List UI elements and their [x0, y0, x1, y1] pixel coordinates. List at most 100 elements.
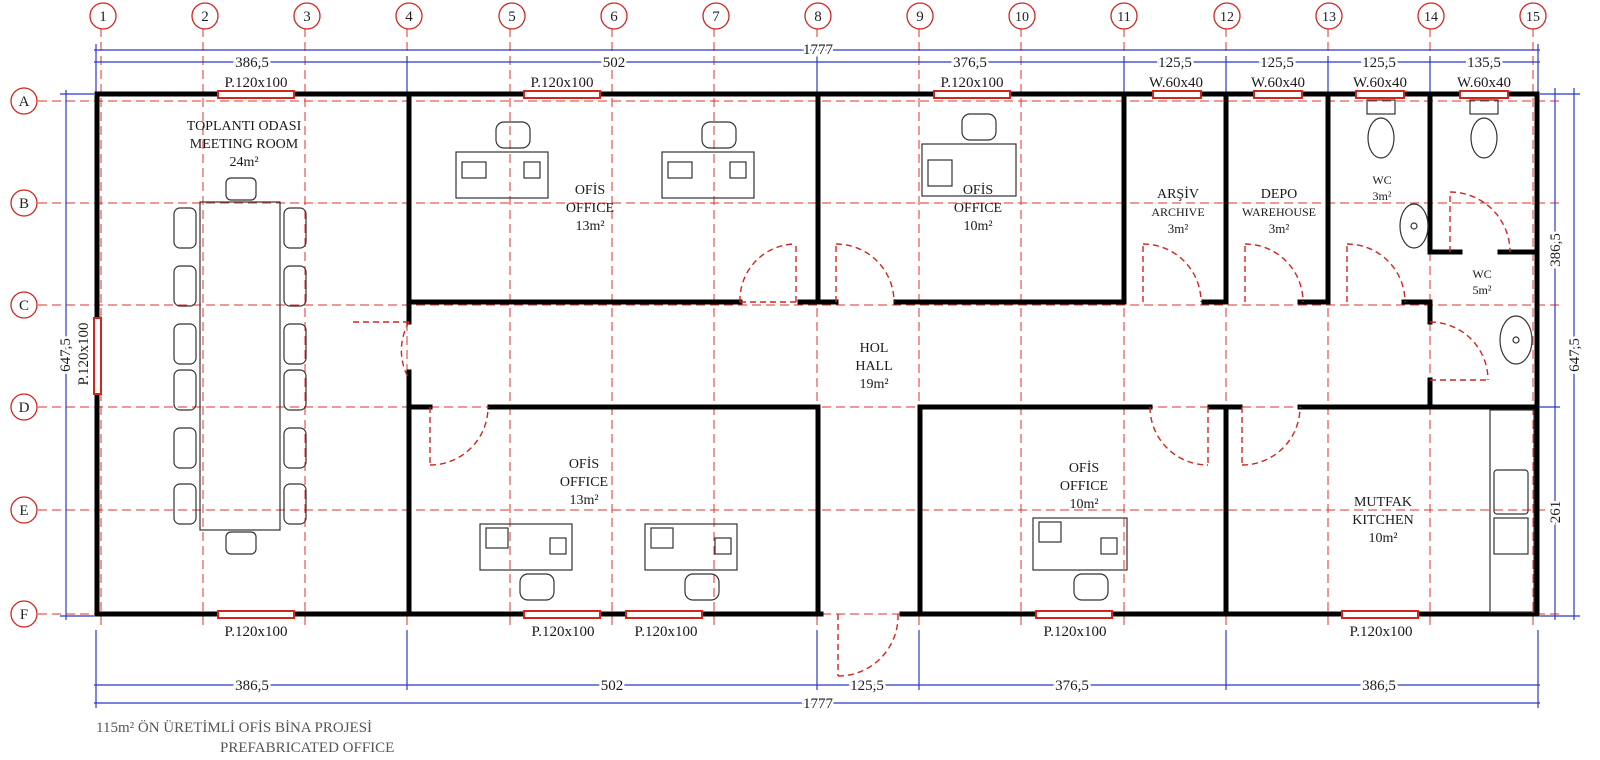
wc-large-tr: WC — [1472, 267, 1491, 281]
dim-bottom-seg-2: 502 — [601, 678, 624, 694]
svg-text:7: 7 — [712, 9, 720, 25]
dim-top-seg-2: 502 — [603, 55, 626, 71]
door-warehouse — [1244, 243, 1304, 303]
door-meeting — [352, 321, 410, 380]
column-bubble-13: 13 — [1315, 2, 1343, 30]
kitchen-en: KITCHEN — [1352, 513, 1413, 528]
window-label-bottom-3: P.120x100 — [635, 624, 698, 640]
office-top-left-en: OFFICE — [566, 201, 614, 216]
window-label-bottom-2: P.120x100 — [532, 624, 595, 640]
window-top-1 — [217, 90, 295, 99]
office-top-mid-en: OFFICE — [954, 201, 1002, 216]
svg-text:4: 4 — [405, 9, 413, 25]
window-label-left: P.120x100 — [76, 323, 92, 386]
door-office-bottom-right — [1149, 406, 1209, 466]
door-kitchen — [1241, 406, 1301, 466]
column-bubble-5: 5 — [498, 2, 526, 30]
warehouse-en: WAREHOUSE — [1242, 205, 1316, 219]
archive-tr: ARŞİV — [1157, 186, 1199, 202]
window-bottom-1 — [217, 610, 295, 619]
warehouse-tr: DEPO — [1261, 187, 1298, 202]
sink-2 — [1499, 315, 1533, 365]
archive-en: ARCHIVE — [1151, 205, 1204, 219]
window-top-7 — [1459, 90, 1509, 99]
svg-text:14: 14 — [1424, 10, 1438, 25]
svg-text:F: F — [20, 607, 28, 623]
dim-top-seg-3: 376,5 — [953, 55, 987, 71]
window-label-top-5: W.60x40 — [1251, 75, 1305, 91]
window-label-top-4: W.60x40 — [1149, 75, 1203, 91]
dim-right-lower: 261 — [1548, 501, 1564, 524]
office-bottom-left-tr: OFİS — [569, 456, 599, 472]
window-left-1 — [93, 317, 102, 395]
office-top-mid-area: 10m² — [963, 219, 992, 234]
wc-small-tr: WC — [1372, 173, 1391, 187]
door-office-top-mid — [835, 243, 895, 303]
door-wc-large-inner — [1449, 191, 1511, 253]
office-bottom-left-area: 13m² — [569, 493, 598, 508]
column-bubble-7: 7 — [702, 2, 730, 30]
sink-1 — [1399, 203, 1429, 249]
desk-2 — [661, 121, 755, 199]
column-bubble-2: 2 — [191, 2, 219, 30]
window-label-top-1: P.120x100 — [225, 75, 288, 91]
warehouse-area: 3m² — [1269, 221, 1290, 236]
window-top-4 — [1152, 90, 1202, 99]
dim-top-seg-5: 125,5 — [1260, 55, 1294, 71]
window-top-5 — [1253, 90, 1303, 99]
svg-text:9: 9 — [916, 9, 924, 25]
wc-small-area: 3m² — [1373, 189, 1392, 203]
window-left: P.120x100 — [76, 317, 102, 395]
svg-text:10: 10 — [1015, 10, 1029, 25]
meeting-room-en: MEETING ROOM — [190, 137, 299, 152]
svg-text:8: 8 — [814, 9, 822, 25]
svg-text:13: 13 — [1322, 10, 1336, 25]
office-bottom-right-area: 10m² — [1069, 497, 1098, 512]
door-office-bottom-left — [429, 406, 489, 466]
window-label-top-6: W.60x40 — [1353, 75, 1407, 91]
desk-3 — [921, 113, 1017, 197]
column-bubble-4: 4 — [395, 2, 423, 30]
column-bubbles: 1 2 3 4 5 6 7 8 9 10 11 12 13 14 15 — [89, 2, 1547, 30]
column-bubble-10: 10 — [1008, 2, 1036, 30]
toilet-1 — [1366, 99, 1396, 159]
meeting-table — [199, 201, 281, 531]
project-title-line2: PREFABRICATED OFFICE — [220, 740, 394, 756]
row-bubble-b: B — [10, 189, 38, 217]
window-top-3 — [933, 90, 1011, 99]
window-label-top-7: W.60x40 — [1457, 75, 1511, 91]
svg-text:1: 1 — [99, 9, 107, 25]
svg-text:2: 2 — [201, 9, 209, 25]
office-bottom-right-en: OFFICE — [1060, 479, 1108, 494]
dimensions-bottom: 386,5 502 125,5 376,5 386,5 1777 — [94, 630, 1540, 715]
window-top-6 — [1355, 90, 1405, 99]
svg-text:B: B — [19, 196, 29, 212]
desk-4 — [479, 523, 573, 601]
svg-text:6: 6 — [610, 9, 618, 25]
office-bottom-right-tr: OFİS — [1069, 460, 1099, 476]
meeting-room-area: 24m² — [229, 155, 258, 170]
office-top-left-area: 13m² — [575, 219, 604, 234]
dim-right-upper: 386,5 — [1548, 233, 1564, 267]
column-bubble-6: 6 — [600, 2, 628, 30]
row-bubble-d: D — [10, 393, 38, 421]
dim-bottom-seg-1: 386,5 — [235, 678, 269, 694]
window-bottom-3 — [625, 610, 703, 619]
wc-large-area: 5m² — [1473, 283, 1492, 297]
row-bubble-a: A — [10, 87, 38, 115]
toilet-2 — [1469, 99, 1499, 159]
dim-top-total: 1777 — [803, 42, 834, 58]
hall-en: HALL — [855, 359, 892, 374]
dim-top-seg-6: 125,5 — [1362, 55, 1396, 71]
window-label-bottom-5: P.120x100 — [1350, 624, 1413, 640]
svg-text:11: 11 — [1117, 10, 1130, 25]
column-bubble-3: 3 — [293, 2, 321, 30]
desk-6 — [1032, 517, 1128, 601]
kitchen-tr: MUTFAK — [1354, 495, 1412, 510]
hall-tr: HOL — [860, 341, 889, 356]
window-label-top-3: P.120x100 — [941, 75, 1004, 91]
door-wc-large — [1429, 321, 1489, 381]
column-bubble-14: 14 — [1417, 2, 1445, 30]
column-bubble-8: 8 — [804, 2, 832, 30]
column-bubble-15: 15 — [1519, 2, 1547, 30]
